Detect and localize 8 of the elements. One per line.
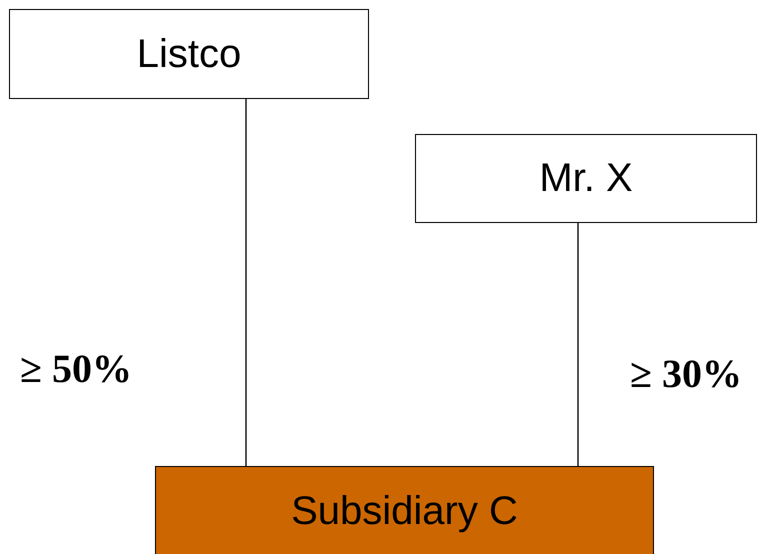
node-label: Listco <box>136 32 242 76</box>
entity-box <box>9 9 369 99</box>
node-label: Subsidiary C <box>291 489 518 534</box>
connector-line <box>245 99 247 466</box>
entity-box <box>415 134 757 223</box>
subsidiary-box <box>155 466 654 554</box>
connector-line <box>577 223 579 466</box>
node-label: Mr. X <box>539 156 633 201</box>
